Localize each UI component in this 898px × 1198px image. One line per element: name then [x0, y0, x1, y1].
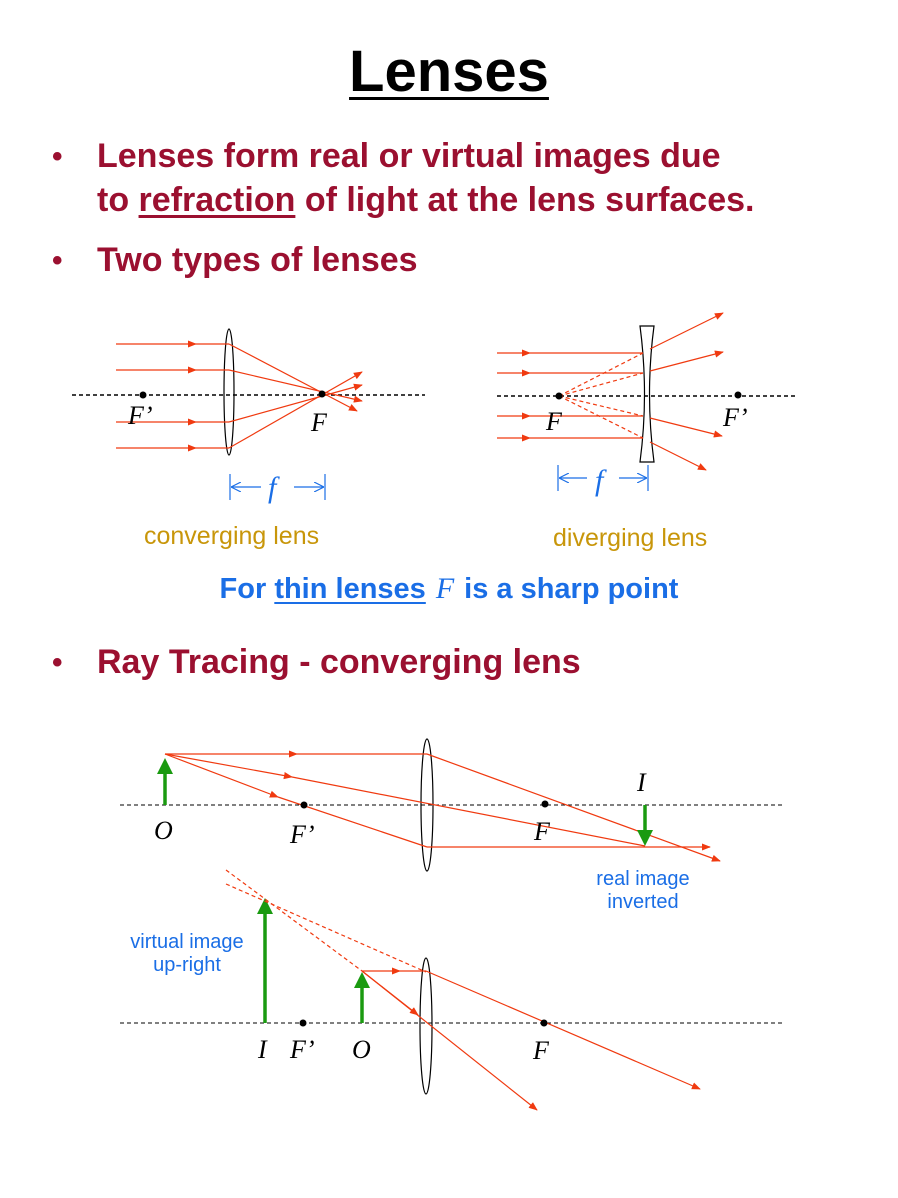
focal-point-left: [300, 801, 308, 809]
focal-label-left: F’: [289, 820, 315, 849]
object-label: O: [352, 1035, 371, 1064]
focal-label-right: F’: [722, 403, 748, 432]
ray-trace-real-image: O F’ F I real image inverted: [120, 738, 782, 913]
focal-point-right: [734, 391, 742, 399]
focal-point-left: [555, 392, 563, 400]
bullet-text-line2: to refraction of light at the lens surfa…: [97, 181, 755, 219]
virtual-image-note-line2: up-right: [153, 954, 221, 976]
real-image-note-line2: inverted: [607, 891, 678, 913]
focal-point-left: [139, 391, 147, 399]
focal-point-right: [318, 390, 326, 398]
focal-label-left: F’: [127, 401, 153, 430]
focal-label-right: F: [532, 1036, 550, 1065]
focal-label-right: F: [533, 817, 551, 846]
page-title: Lenses: [349, 39, 549, 104]
ray-trace-virtual-image: I F’ O F virtual image up-right: [120, 869, 782, 1111]
image-label: I: [636, 768, 647, 797]
bullet-text-line1: Lenses form real or virtual images due: [97, 137, 721, 175]
focal-symbol: F: [435, 572, 455, 605]
focal-label-left: F: [545, 407, 563, 436]
converging-lens: [419, 957, 433, 1095]
object-label: O: [154, 816, 173, 845]
diverging-lens: [639, 325, 655, 463]
converging-lens: [223, 328, 235, 456]
bullet-text: Ray Tracing - converging lens: [97, 643, 581, 681]
focal-label-right: F: [310, 408, 328, 437]
focal-label-left: F’: [289, 1035, 315, 1064]
diverging-lens-caption: diverging lens: [553, 524, 708, 552]
thin-lenses-term: thin lenses: [274, 573, 426, 605]
focal-length-label: f: [595, 464, 607, 497]
focal-point-left: [299, 1019, 307, 1027]
diverging-lens-diagram: F F’ f: [497, 312, 797, 497]
focal-point-right: [541, 800, 549, 808]
focal-point-right: [540, 1019, 548, 1027]
real-image-note-line1: real image: [596, 868, 689, 890]
refraction-term: refraction: [138, 181, 296, 219]
bullet-dot: •: [52, 140, 63, 173]
bullet-dot: •: [52, 244, 63, 277]
bullet-text: Two types of lenses: [97, 241, 418, 279]
focal-length-label: f: [268, 471, 280, 504]
virtual-image-note-line1: virtual image: [130, 931, 243, 953]
converging-lens-diagram: F’ F f: [72, 328, 425, 504]
bullet-dot: •: [52, 646, 63, 679]
converging-lens-caption: converging lens: [144, 522, 320, 550]
image-label: I: [257, 1035, 268, 1064]
